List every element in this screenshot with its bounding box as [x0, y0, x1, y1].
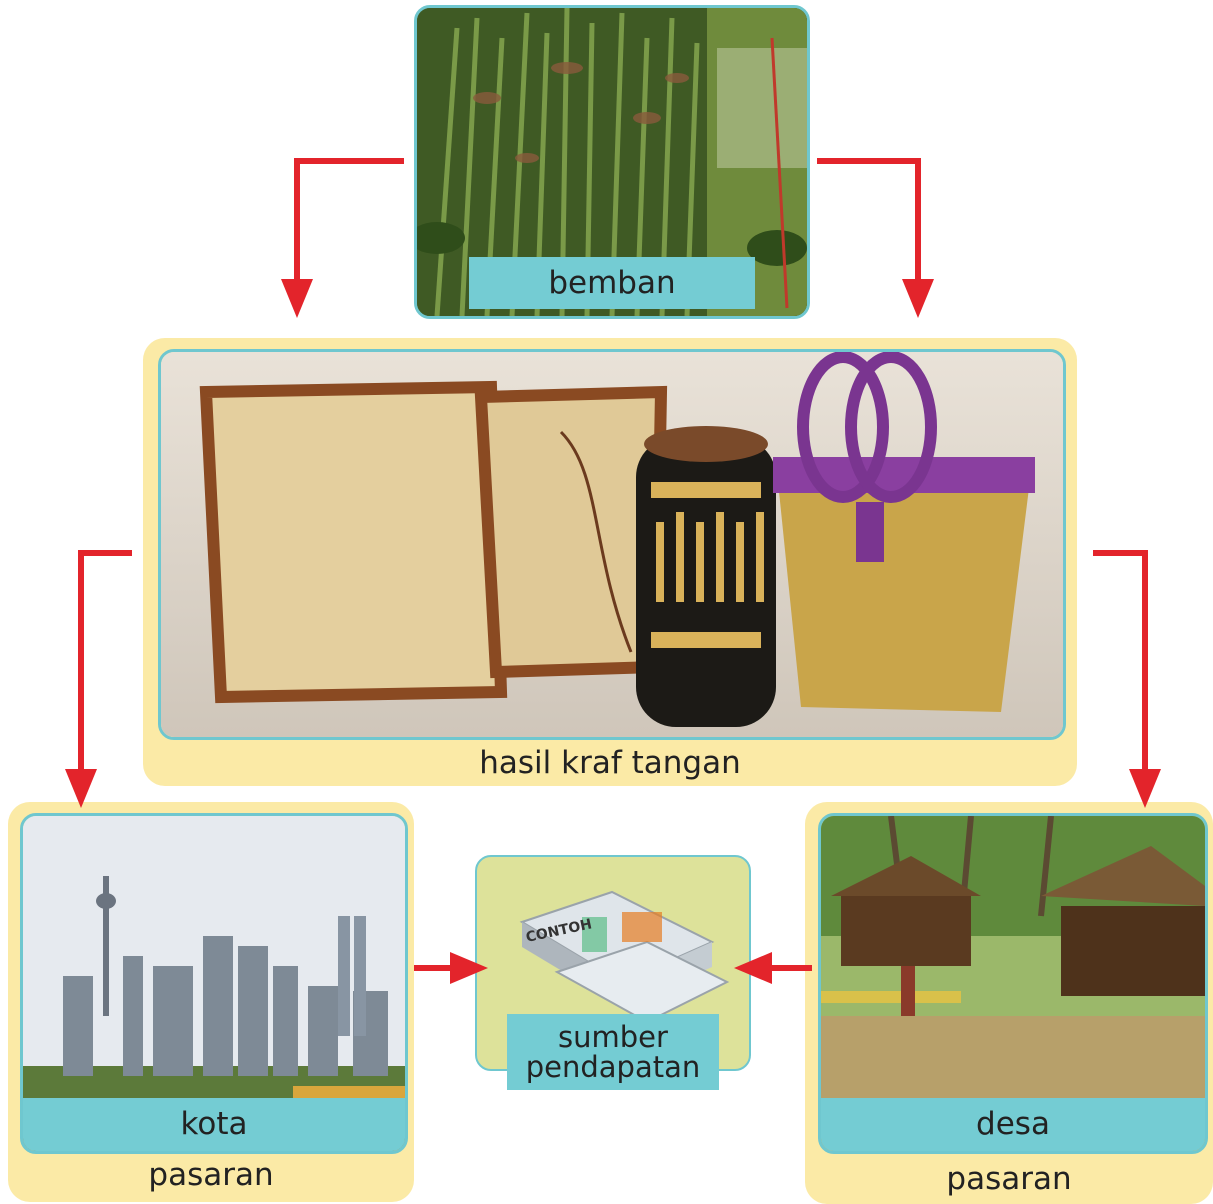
arrow-bemban-to-craft-right — [817, 158, 921, 280]
bemban-label: bemban — [469, 257, 755, 309]
arrow-bemban-to-craft-left — [294, 158, 404, 280]
village-house-image — [821, 816, 1205, 1151]
city-label: kota — [23, 1098, 405, 1151]
village-label: desa — [821, 1098, 1205, 1151]
arrow-craft-to-village — [1093, 550, 1148, 770]
income-label: sumber pendapatan — [507, 1014, 719, 1090]
bemban-photo: bemban — [414, 5, 810, 319]
arrow-craft-to-city — [78, 550, 132, 770]
craft-products-image — [161, 352, 1063, 737]
banknotes-image: CONTOH — [519, 890, 730, 1024]
craft-photo — [158, 349, 1066, 740]
village-photo: desa — [818, 813, 1208, 1154]
city-footer: pasaran — [148, 1157, 274, 1193]
craft-label: hasil kraf tangan — [479, 745, 741, 781]
village-footer: pasaran — [946, 1161, 1072, 1197]
arrowhead-craft-left — [281, 279, 313, 318]
arrowhead-craft-right — [902, 279, 934, 318]
city-photo: kota — [20, 813, 408, 1154]
tower — [103, 876, 109, 1016]
